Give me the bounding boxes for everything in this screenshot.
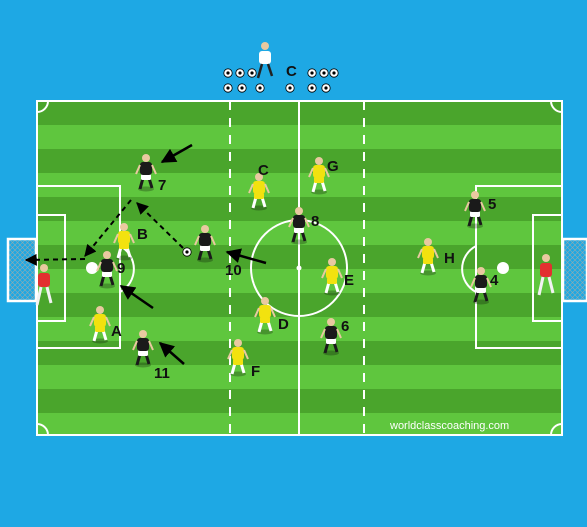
player-label: E (344, 272, 354, 289)
player-label: F (251, 363, 260, 380)
player-label: 5 (488, 196, 496, 213)
penalty-spot-left (86, 262, 98, 274)
coach-label: C (286, 63, 297, 80)
watermark: worldclasscoaching.com (389, 420, 509, 432)
player-label: 4 (490, 272, 499, 289)
player-label: 9 (117, 260, 125, 277)
player-label: C (258, 162, 269, 179)
player-label: D (278, 316, 289, 333)
goal-right (563, 239, 587, 301)
player-label: 6 (341, 318, 349, 335)
penalty-spot-right (497, 262, 509, 274)
goal-left (8, 239, 36, 301)
player-label: 7 (158, 177, 166, 194)
player-label: H (444, 250, 455, 267)
player-label: 11 (154, 365, 170, 382)
player-label: 10 (225, 262, 242, 279)
player-label: B (137, 226, 148, 243)
ball (183, 248, 191, 256)
player-label: 8 (311, 213, 319, 230)
player-label: G (327, 158, 339, 175)
player-label: A (111, 323, 122, 340)
centre-spot (297, 266, 302, 271)
